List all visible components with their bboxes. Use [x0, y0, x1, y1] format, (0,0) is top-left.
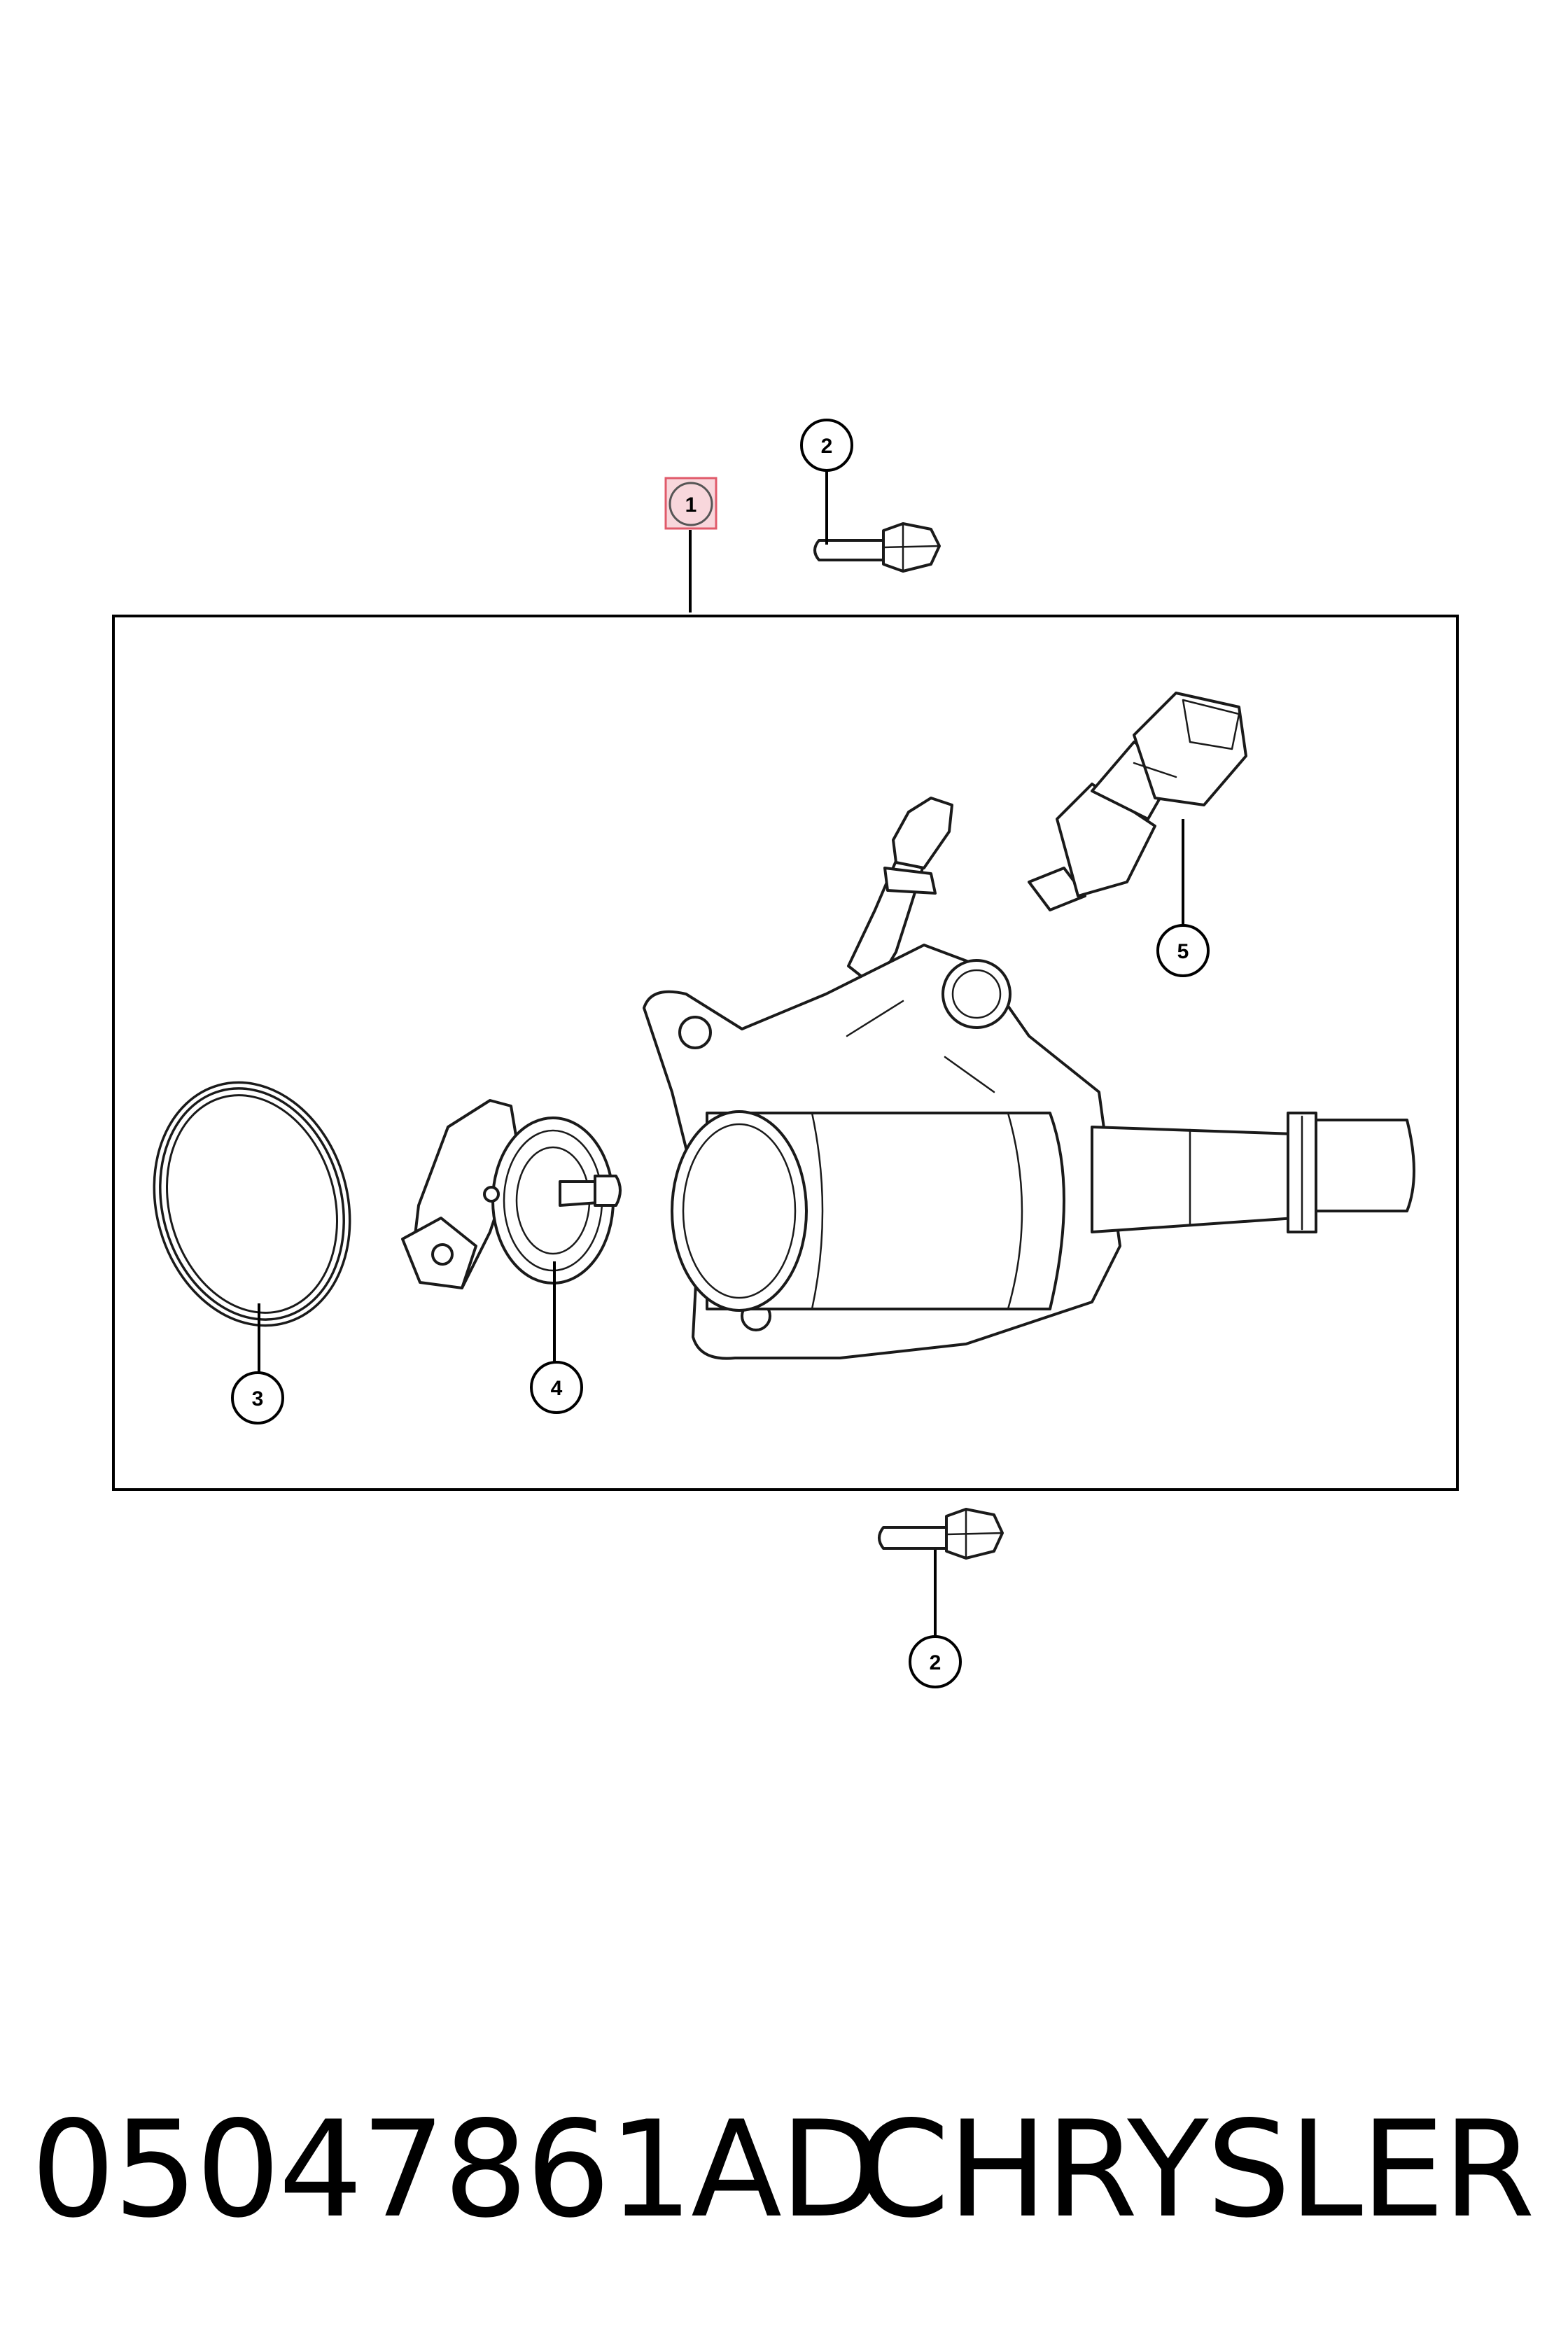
callout-1[interactable]: 1 [664, 477, 718, 612]
assembly-frame [112, 615, 1459, 1491]
temperature-sensor [1028, 692, 1247, 911]
bolt-top [813, 522, 941, 573]
callout-4[interactable]: 4 [530, 1261, 583, 1414]
thermostat-housing [643, 797, 1415, 1360]
thermostat [401, 1099, 622, 1289]
callout-3[interactable]: 3 [231, 1303, 284, 1424]
callout-2-bottom[interactable]: 2 [909, 1550, 962, 1688]
part-number: 05047861AD [31, 2092, 880, 2247]
callout-2-top[interactable]: 2 [800, 419, 853, 545]
brand-name: CHRYSLER [857, 2092, 1533, 2247]
callout-1-label: 1 [685, 493, 697, 517]
callout-5[interactable]: 5 [1156, 819, 1210, 977]
gasket-ring [153, 1081, 351, 1327]
callout-4-label: 4 [551, 1377, 563, 1400]
callout-2-top-label: 2 [821, 435, 833, 458]
bolt-bottom [878, 1508, 1004, 1560]
callout-3-label: 3 [252, 1387, 264, 1410]
callout-5-label: 5 [1177, 940, 1189, 963]
callout-2-bottom-label: 2 [930, 1651, 941, 1674]
